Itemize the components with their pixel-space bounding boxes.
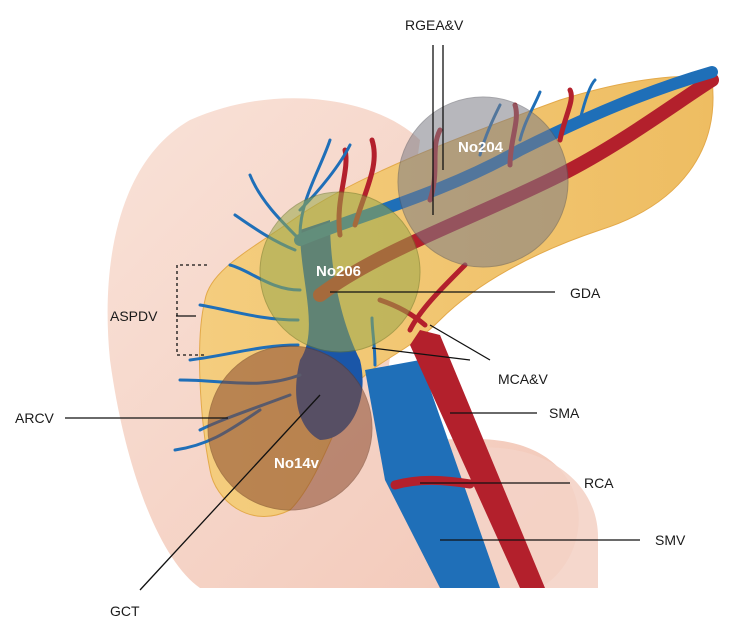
label-gda: GDA [570,285,601,301]
label-rgea: RGEA&V [405,17,464,33]
node-204-label: No204 [458,139,504,156]
label-aspdv: ASPDV [110,308,158,324]
label-sma: SMA [549,405,580,421]
node-204-circle [398,97,568,267]
label-gct: GCT [110,603,140,619]
label-arcv: ARCV [15,410,55,426]
node-14v-label: No14v [274,455,320,472]
node-206-label: No206 [316,263,361,280]
label-mca: MCA&V [498,371,548,387]
label-rca: RCA [584,475,614,491]
label-smv: SMV [655,532,686,548]
